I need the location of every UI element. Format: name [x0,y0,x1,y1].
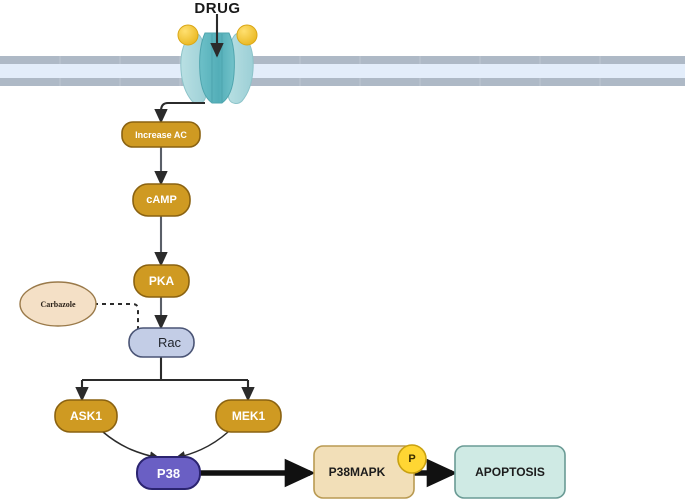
node-mek1[interactable] [215,399,282,433]
node-camp[interactable] [132,183,191,217]
phospho-badge-icon [397,444,427,474]
node-pka[interactable] [133,264,190,298]
ligand-site-right-icon [236,24,258,46]
node-carbazole[interactable] [19,281,97,327]
node-ask1[interactable] [54,399,118,433]
node-rac[interactable] [128,327,195,358]
edge-mek1-to-p38 [174,431,229,461]
edge-receptor-to-increase-ac [154,101,205,124]
edge-rac-branch-to-kinases [75,356,255,402]
edge-ask1-to-p38 [102,431,161,461]
lipid-bilayer [0,56,685,86]
membrane-receptor-channel[interactable] [177,24,258,104]
node-p38[interactable] [136,456,201,490]
ligand-site-left-icon [177,24,199,46]
node-increase-ac[interactable] [121,121,201,148]
node-apoptosis[interactable] [454,445,566,499]
